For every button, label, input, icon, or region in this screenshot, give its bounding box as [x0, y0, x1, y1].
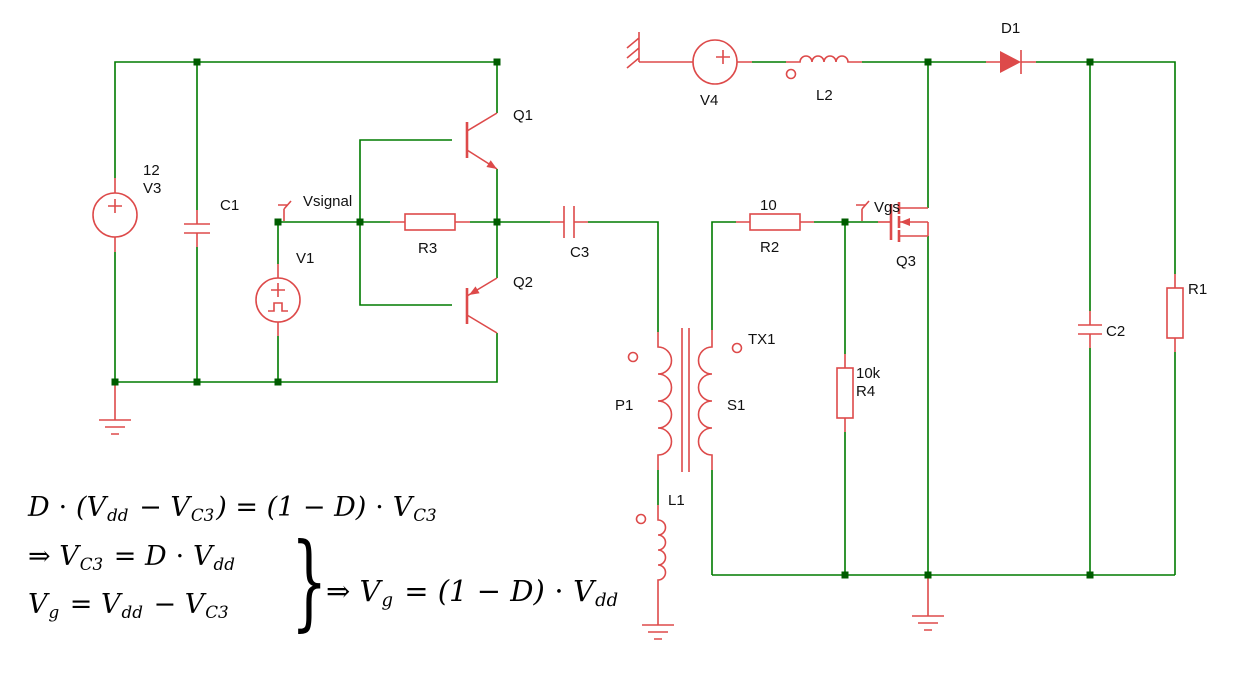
ground-l1-icon: [642, 595, 674, 640]
vsignal-probe-icon: [278, 200, 292, 221]
r1-resistor: [1166, 274, 1184, 352]
equation-line-1: D ⋅ (Vdd − VC3) = (1 − D) ⋅ VC3: [28, 492, 437, 525]
l2-inductor: [785, 55, 862, 80]
junction-dots: [111, 58, 1094, 579]
label-vgs: Vgs: [874, 199, 900, 216]
r2-resistor: [736, 213, 814, 231]
l1-inductor: [635, 505, 667, 595]
l2-polarity-dot: [785, 68, 797, 80]
q1-npn-transistor: [465, 112, 498, 170]
ground-v4-earth-icon: [626, 32, 678, 69]
l1-polarity-dot: [635, 513, 647, 525]
equation-line-3: Vg = Vdd − VC3: [28, 589, 229, 622]
q3-nmos-transistor: [878, 202, 929, 242]
c1-capacitor: [184, 210, 210, 247]
label-s1: S1: [727, 397, 745, 414]
p1-polarity-dot: [627, 351, 639, 363]
labels: 12 V3 C1 V1 Vsignal R3 Q1 Q2 C3 TX1 P1 S…: [143, 20, 1207, 509]
label-tx1: TX1: [748, 331, 776, 348]
equation-line-4: ⇒ Vg = (1 − D) ⋅ Vdd: [326, 574, 619, 612]
label-c2: C2: [1106, 323, 1125, 340]
s1-polarity-dot: [731, 342, 743, 354]
tx1-transformer: [627, 328, 743, 472]
v3-dc-source: [92, 178, 138, 252]
r4-resistor: [836, 354, 854, 432]
v4-dc-source: [678, 39, 752, 85]
label-q2: Q2: [513, 274, 533, 291]
label-vsignal: Vsignal: [303, 193, 352, 210]
equation-line-2: ⇒ VC3 = D ⋅ Vdd: [28, 541, 235, 574]
label-l2: L2: [816, 87, 833, 104]
value-r2: 10: [760, 197, 777, 214]
value-r4: 10k: [856, 365, 881, 382]
label-r1: R1: [1188, 281, 1207, 298]
c2-capacitor: [1078, 311, 1102, 348]
ground-right-icon: [912, 575, 944, 631]
label-q3: Q3: [896, 253, 916, 270]
label-d1: D1: [1001, 20, 1020, 37]
label-q1: Q1: [513, 107, 533, 124]
label-v1: V1: [296, 250, 314, 267]
label-r2: R2: [760, 239, 779, 256]
v1-pulse-source: [255, 264, 301, 336]
label-r4: R4: [856, 383, 875, 400]
label-c3: C3: [570, 244, 589, 261]
label-l1: L1: [668, 492, 685, 509]
label-r3: R3: [418, 240, 437, 257]
label-c1: C1: [220, 197, 239, 214]
vgs-probe-icon: [856, 200, 870, 221]
r3-resistor: [390, 213, 470, 231]
label-p1: P1: [615, 397, 633, 414]
ground-left-icon: [99, 382, 131, 435]
label-v4: V4: [700, 92, 718, 109]
q2-pnp-transistor: [465, 277, 498, 334]
d1-diode: [986, 50, 1036, 74]
value-v3: 12: [143, 162, 160, 179]
wires: [114, 61, 1176, 576]
c3-capacitor: [550, 206, 588, 238]
label-v3: V3: [143, 180, 161, 197]
equation-brace: }: [291, 520, 328, 642]
